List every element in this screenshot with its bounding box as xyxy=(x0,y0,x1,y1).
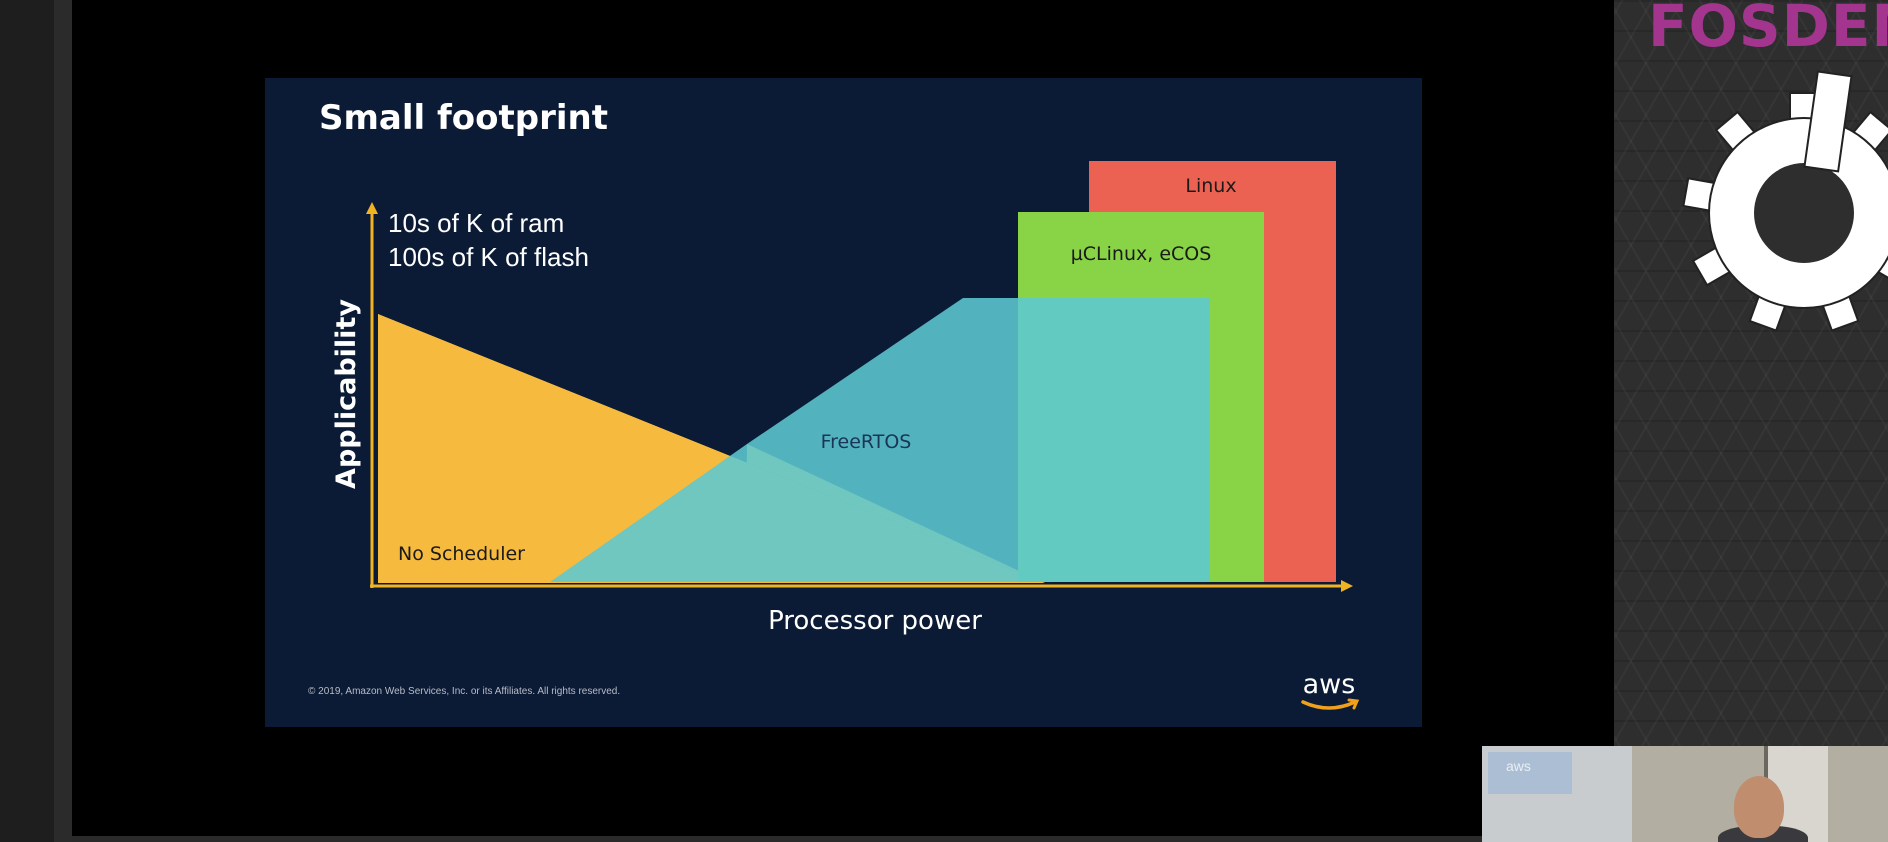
fosdem-sidebar: FOSDEM xyxy=(1614,0,1888,842)
presentation-slide: Small footprint 10s of K of ram 100s of … xyxy=(265,78,1422,727)
flash-label: 100s of K of flash xyxy=(388,242,589,272)
uclinux-label: µCLinux, eCOS xyxy=(1071,243,1212,265)
x-axis-arrow xyxy=(1341,580,1353,592)
y-axis-label: Applicability xyxy=(331,299,362,489)
no-scheduler-label: No Scheduler xyxy=(398,543,525,565)
freertos-label: FreeRTOS xyxy=(821,431,912,453)
aws-logo-text: aws xyxy=(1303,669,1356,700)
fosdem-gear-icon xyxy=(1682,70,1888,332)
webcam-screen: aws xyxy=(1482,746,1632,842)
webcam-aws-logo: aws xyxy=(1506,758,1531,774)
y-axis-arrow xyxy=(366,202,378,214)
freertos-region xyxy=(550,298,1210,582)
webcam-screen-glow xyxy=(1488,752,1572,794)
left-edge xyxy=(54,0,72,842)
fosdem-logo-text: FOSDEM xyxy=(1648,0,1888,60)
speaker-webcam: aws xyxy=(1482,746,1888,842)
left-margin xyxy=(0,0,54,842)
ram-label: 10s of K of ram xyxy=(388,208,564,238)
speaker-head xyxy=(1734,776,1784,838)
slide-copyright: © 2019, Amazon Web Services, Inc. or its… xyxy=(308,686,621,697)
slide-title: Small footprint xyxy=(319,98,608,138)
video-bottom-border xyxy=(72,836,1614,842)
linux-label: Linux xyxy=(1185,175,1236,197)
applicability-diagram: 10s of K of ram 100s of K of flash Appli… xyxy=(331,161,1353,636)
aws-logo: aws xyxy=(1301,669,1360,710)
x-axis-label: Processor power xyxy=(768,606,982,636)
